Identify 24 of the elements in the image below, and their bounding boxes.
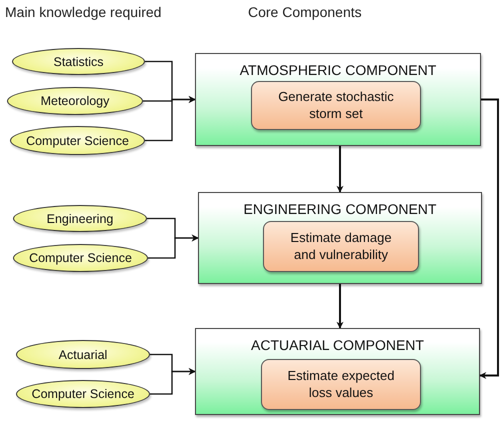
knowledge-ellipse: Computer Science: [16, 380, 150, 408]
arrow: [336, 284, 344, 329]
component-heading: ENGINEERING COMPONENT: [242, 201, 438, 217]
arrow: [150, 368, 196, 395]
knowledge-ellipse: Engineering: [13, 205, 147, 232]
knowledge-ellipse: Actuarial: [16, 340, 150, 369]
component-box: [195, 328, 480, 415]
column-heading: Main knowledge required: [5, 4, 162, 20]
component-heading: ACTUARIAL COMPONENT: [250, 337, 425, 353]
arrow: [479, 98, 499, 379]
knowledge-ellipse: Computer Science: [13, 244, 148, 272]
knowledge-ellipse: Computer Science: [10, 126, 145, 155]
process-box: Estimate expected loss values: [261, 359, 421, 410]
arrow: [148, 234, 199, 259]
component-heading: ATMOSPHERIC COMPONENT: [238, 62, 438, 78]
arrow: [336, 146, 344, 193]
process-box: Generate stochastic storm set: [251, 81, 421, 130]
knowledge-ellipse: Statistics: [12, 48, 145, 75]
knowledge-ellipse: Meteorology: [7, 87, 143, 115]
arrow: [145, 96, 196, 142]
column-heading: Core Components: [248, 4, 362, 20]
process-box: Estimate damage and vulnerability: [263, 221, 419, 272]
component-box: [198, 192, 482, 284]
component-box: [195, 53, 481, 146]
